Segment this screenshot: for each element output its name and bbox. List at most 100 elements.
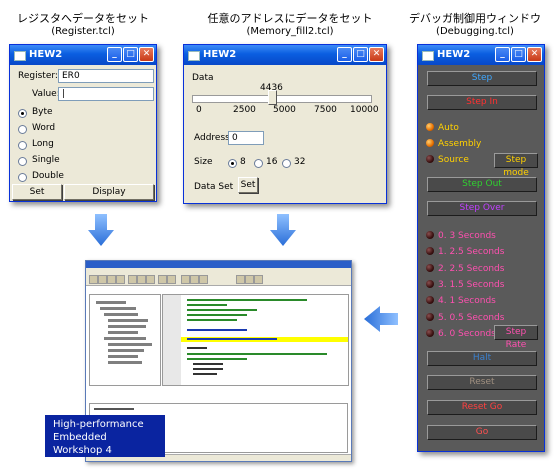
rate-option[interactable]: 0. 3 Seconds: [426, 231, 496, 241]
rate-label: 5. 0.5 Seconds: [438, 312, 505, 323]
slider-thumb[interactable]: [268, 90, 278, 105]
size-radio-long[interactable]: [18, 141, 27, 150]
register-titlebar[interactable]: HEW2 _ □ ✕: [10, 45, 156, 65]
rate-option[interactable]: 3. 1.5 Seconds: [426, 279, 505, 290]
hew-statusbar: [86, 454, 351, 461]
set-button[interactable]: Set: [12, 184, 62, 200]
value-input[interactable]: |: [58, 87, 154, 101]
close-icon[interactable]: ✕: [527, 47, 542, 62]
minimize-icon[interactable]: _: [495, 47, 510, 62]
caption-memory: 任意のアドレスにデータをセット (Memory_fill2.tcl): [190, 12, 390, 38]
set-button[interactable]: Set: [238, 177, 258, 193]
led-indicator-icon: [426, 139, 434, 147]
step-button[interactable]: Step: [427, 71, 537, 86]
arrow-down-middle-icon: [270, 214, 296, 246]
step-in-button[interactable]: Step In: [427, 95, 537, 110]
window-title: HEW2: [203, 49, 237, 60]
caption-debug-title: デバッガ制御用ウィンドウ: [409, 12, 541, 25]
hew-product-label: High-performance Embedded Workshop 4: [45, 415, 165, 457]
minimize-icon[interactable]: _: [337, 47, 352, 62]
rate-label: 4. 1 Seconds: [438, 296, 496, 307]
rate-label: 1. 2.5 Seconds: [438, 247, 505, 258]
mode-label: Assembly: [438, 139, 482, 149]
reset-go-button[interactable]: Reset Go: [427, 400, 537, 415]
data-label: Data: [192, 73, 214, 83]
dataset-label: Data Set: [194, 182, 234, 192]
size-radio-label: Long: [32, 139, 54, 149]
size-radio-label: 16: [266, 157, 278, 167]
debug-titlebar[interactable]: HEW2 _ □ ✕: [418, 45, 544, 65]
minimize-icon[interactable]: _: [107, 47, 122, 62]
maximize-icon[interactable]: □: [123, 47, 138, 62]
memory-titlebar[interactable]: HEW2 _ □ ✕: [184, 45, 386, 65]
mode-option-assembly[interactable]: Assembly: [426, 139, 481, 149]
size-radio-label: 8: [240, 157, 246, 167]
halt-button[interactable]: Halt: [427, 351, 537, 366]
step-mode-button[interactable]: Step mode: [494, 153, 538, 178]
tick-label: 0: [196, 105, 202, 115]
tick-label: 2500: [233, 105, 256, 115]
size-radio-8[interactable]: [228, 159, 237, 168]
caption-debug: デバッガ制御用ウィンドウ (Debugging.tcl): [400, 12, 550, 38]
address-input[interactable]: 0: [228, 131, 264, 145]
size-radio-byte[interactable]: [18, 109, 27, 118]
size-radio-label: Single: [32, 155, 60, 165]
hew-toolbar: [86, 273, 351, 286]
maximize-icon[interactable]: □: [511, 47, 526, 62]
register-input[interactable]: ER0: [58, 69, 154, 83]
go-button[interactable]: Go: [427, 425, 537, 440]
mode-option-auto[interactable]: Auto: [426, 123, 459, 133]
led-indicator-icon: [426, 296, 434, 305]
rate-label: 2. 2.5 Seconds: [438, 263, 505, 274]
size-radio-double[interactable]: [18, 173, 27, 182]
window-icon: [14, 51, 26, 61]
hew-label-line2: Embedded Workshop 4: [53, 432, 112, 456]
led-indicator-icon: [426, 279, 434, 288]
led-indicator-icon: [426, 263, 434, 272]
arrow-left-icon: [364, 306, 398, 332]
hew-label-line1: High-performance: [53, 419, 144, 430]
slider-value: 4436: [260, 83, 283, 93]
rate-label: 6. 0 Seconds: [438, 328, 496, 339]
address-label: Address: [194, 133, 230, 143]
tick-label: 5000: [273, 105, 296, 115]
rate-option[interactable]: 2. 2.5 Seconds: [426, 263, 505, 274]
rate-option[interactable]: 4. 1 Seconds: [426, 296, 496, 306]
size-radio-word[interactable]: [18, 125, 27, 134]
step-over-button[interactable]: Step Over: [427, 201, 537, 216]
size-radio-single[interactable]: [18, 157, 27, 166]
step-out-button[interactable]: Step Out: [427, 177, 537, 192]
mode-label: Source: [438, 155, 469, 165]
close-icon[interactable]: ✕: [139, 47, 154, 62]
hew-titlebar: [86, 261, 351, 268]
window-title: HEW2: [437, 49, 471, 60]
size-radio-16[interactable]: [254, 159, 263, 168]
size-radio-label: Byte: [32, 107, 53, 117]
size-radio-32[interactable]: [282, 159, 291, 168]
step-rate-button[interactable]: Step Rate: [494, 325, 538, 350]
rate-option[interactable]: 5. 0.5 Seconds: [426, 312, 505, 323]
maximize-icon[interactable]: □: [353, 47, 368, 62]
caption-memory-title: 任意のアドレスにデータをセット: [207, 12, 373, 25]
caption-memory-file: (Memory_fill2.tcl): [246, 26, 334, 37]
reset-button[interactable]: Reset: [427, 375, 537, 390]
display-button[interactable]: Display: [64, 184, 154, 200]
rate-option[interactable]: 1. 2.5 Seconds: [426, 247, 504, 257]
rate-option[interactable]: 6. 0 Seconds: [426, 328, 496, 339]
size-label: Size: [194, 157, 213, 167]
led-indicator-icon: [426, 155, 434, 163]
led-indicator-icon: [426, 328, 434, 337]
window-icon: [188, 51, 200, 61]
close-icon[interactable]: ✕: [369, 47, 384, 62]
mode-option-source[interactable]: Source: [426, 155, 469, 165]
hew-menubar: [86, 268, 351, 273]
arrow-down-left-icon: [88, 214, 114, 246]
size-radio-label: Word: [32, 123, 56, 133]
rate-label: 3. 1.5 Seconds: [438, 279, 505, 290]
window-title: HEW2: [29, 49, 63, 60]
tick-label: 7500: [314, 105, 337, 115]
caption-register: レジスタへデータをセット (Register.tcl): [8, 12, 158, 38]
size-radio-label: 32: [294, 157, 306, 167]
led-indicator-icon: [426, 247, 434, 256]
